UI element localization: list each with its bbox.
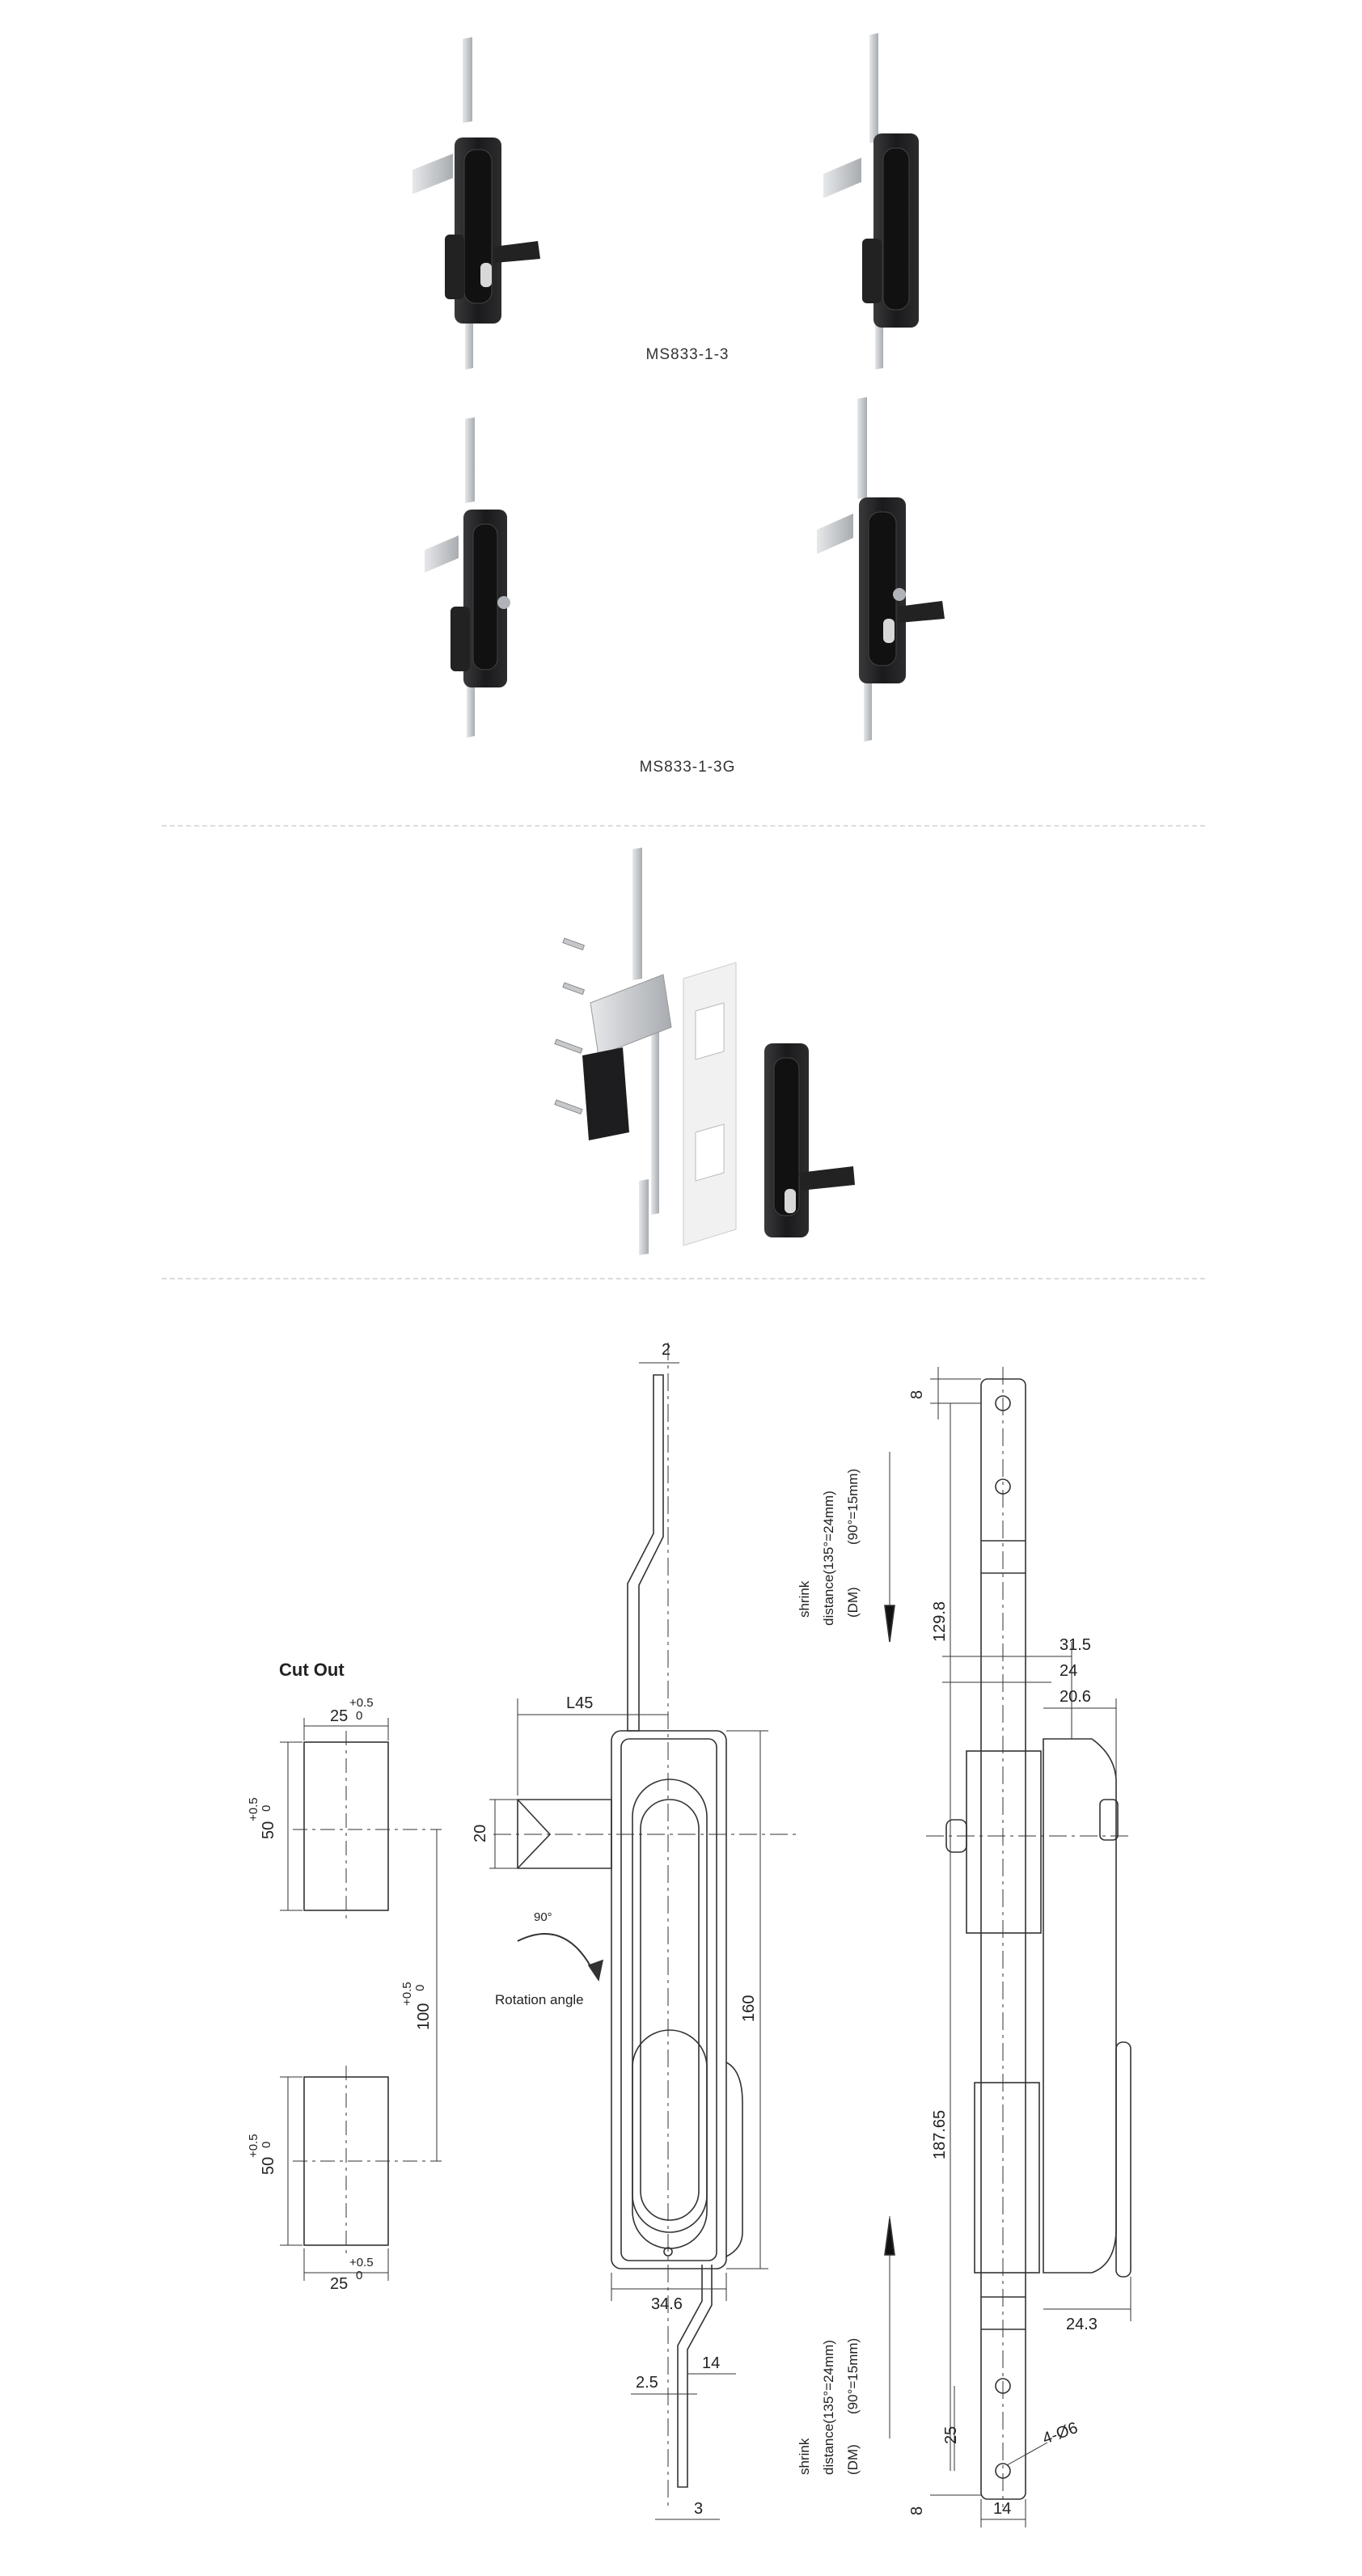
dim-24-3: 24.3 xyxy=(1066,2316,1098,2333)
shrink-bottom-line3: (DM) xyxy=(845,2444,861,2475)
shrink-top-line4: (90°=15mm) xyxy=(845,1469,861,1545)
dim-l45: L45 xyxy=(566,1694,593,1712)
technical-drawing: Cut Out 25 +0.5 0 50 +0.5 0 100 +0.5 0 5… xyxy=(247,1341,1132,2527)
dim-14-side: 14 xyxy=(993,2500,1011,2518)
dim-14-front: 14 xyxy=(702,2354,720,2372)
cutout-top-width: 25 xyxy=(330,1707,348,1725)
dim-20: 20 xyxy=(472,1825,489,1842)
lock-product-front-2 xyxy=(425,417,510,738)
dim-2-5: 2.5 xyxy=(636,2374,658,2392)
dim-top-thickness: 2 xyxy=(662,1341,670,1359)
cutout-height-top: 50 xyxy=(260,1821,277,1839)
shrink-bottom-line1: shrink xyxy=(797,2438,812,2475)
side-bracket-bottom xyxy=(974,2082,1040,2274)
side-lock-body xyxy=(1043,1738,1117,2274)
rotation-angle-badge: 90° xyxy=(534,1910,552,1924)
arrow-down-icon xyxy=(884,1605,895,1643)
front-rod-bottom xyxy=(677,2265,713,2488)
dim-20-6: 20.6 xyxy=(1060,1688,1091,1706)
rotation-arrow-icon xyxy=(517,1933,595,1974)
front-handle-lower xyxy=(632,2029,708,2249)
lock-product-front-1 xyxy=(412,37,540,370)
caption-row1: MS833-1-3 xyxy=(645,346,730,363)
cutout-bottom-width: 25 xyxy=(330,2275,348,2293)
cutout-top-width-tol-low: 0 xyxy=(356,1709,362,1723)
section-divider-2 xyxy=(162,1278,1205,1280)
cutout-bottom-width-tol: +0.5 xyxy=(349,2256,374,2269)
shrink-top-line1: shrink xyxy=(797,1580,812,1618)
dim-31-5: 31.5 xyxy=(1060,1636,1091,1654)
cutout-bottom-width-tol-low: 0 xyxy=(356,2269,362,2282)
dim-34-6: 34.6 xyxy=(651,2295,683,2313)
exploded-assembly-view xyxy=(554,848,855,1255)
cutout-height-bottom-tol: +0.5 xyxy=(247,2134,260,2158)
screw-icon xyxy=(554,937,586,1115)
dim-8-bottom: 8 xyxy=(908,2506,926,2515)
dim-187-65: 187.65 xyxy=(931,2110,949,2159)
cutout-title: Cut Out xyxy=(279,1660,345,1680)
shrink-top-line2: distance(135°=24mm) xyxy=(821,1491,836,1626)
dim-8-top: 8 xyxy=(908,1390,926,1399)
lock-product-side-2 xyxy=(817,397,945,742)
rotation-label: Rotation angle xyxy=(495,1992,584,2007)
section-divider-1 xyxy=(162,825,1205,827)
dim-129-8: 129.8 xyxy=(931,1601,949,1642)
front-handle-upper xyxy=(632,1779,708,2233)
front-latch xyxy=(517,1799,612,1869)
cutout-spacing: 100 xyxy=(415,2003,433,2030)
shrink-bottom-line4: (90°=15mm) xyxy=(845,2338,861,2414)
caption-row2: MS833-1-3G xyxy=(639,759,736,776)
dim-25: 25 xyxy=(942,2426,960,2444)
cutout-height-tol-low: 0 xyxy=(260,1805,273,1812)
front-rod-top xyxy=(627,1374,664,1732)
cutout-spacing-tol: +0.5 xyxy=(400,1982,414,2006)
cutout-height-bottom-tol-low: 0 xyxy=(260,2142,273,2148)
shrink-top-line3: (DM) xyxy=(845,1587,861,1618)
side-bracket-top xyxy=(966,1750,1042,1934)
dim-hole: 4-Ø6 xyxy=(1040,2419,1080,2448)
cutout-height-tol: +0.5 xyxy=(247,1797,260,1821)
lock-product-side-1 xyxy=(823,33,919,370)
dim-160: 160 xyxy=(740,1995,758,2022)
shrink-bottom-line2: distance(135°=24mm) xyxy=(821,2340,836,2475)
front-body xyxy=(611,1730,727,2269)
cutout-height-bottom: 50 xyxy=(260,2157,277,2175)
dim-3: 3 xyxy=(694,2500,703,2518)
cutout-spacing-tol-low: 0 xyxy=(413,1985,427,1991)
cutout-top-width-tol: +0.5 xyxy=(349,1696,374,1710)
arrow-up-icon xyxy=(884,2218,895,2256)
dim-24: 24 xyxy=(1060,1662,1077,1680)
